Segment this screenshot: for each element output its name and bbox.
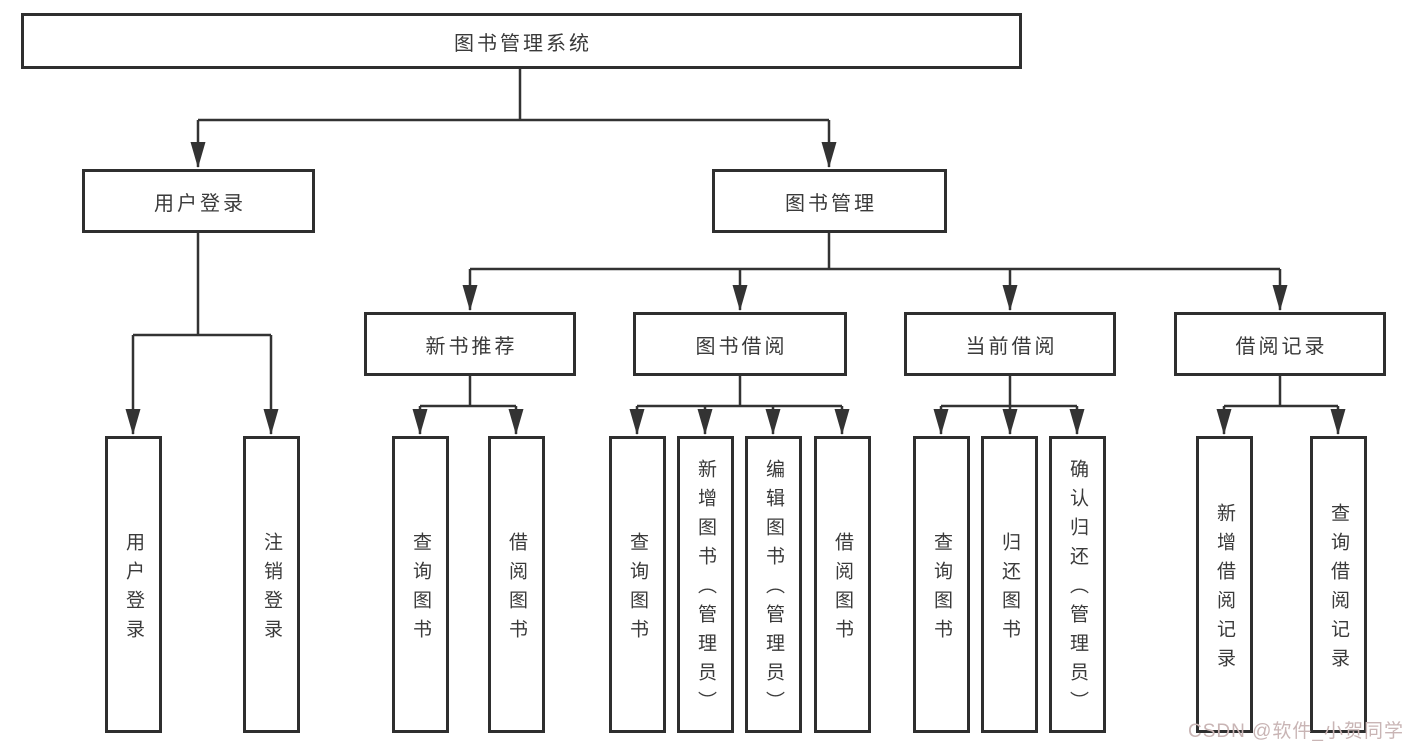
leaf-query-books-recommend-label: 查询图书 xyxy=(410,531,431,648)
leaf-add-books-admin: 新增图书（管理员） xyxy=(677,436,734,733)
node-current-borrowing: 当前借阅 xyxy=(904,312,1116,376)
watermark: CSDN @软件_小贺同学 xyxy=(1188,721,1404,742)
node-current-borrowing-label: 当前借阅 xyxy=(965,335,1058,358)
node-book-borrowing: 图书借阅 xyxy=(633,312,847,376)
node-book-borrowing-label: 图书借阅 xyxy=(695,335,788,358)
node-user-login-label: 用户登录 xyxy=(154,192,246,215)
node-new-book-recommend-label: 新书推荐 xyxy=(425,335,518,358)
leaf-query-books-borrowing: 查询图书 xyxy=(609,436,666,733)
node-new-book-recommend: 新书推荐 xyxy=(364,312,576,376)
leaf-borrow-books-recommend-label: 借阅图书 xyxy=(506,531,527,648)
node-root-system: 图书管理系统 xyxy=(21,13,1022,69)
leaf-edit-books-admin: 编辑图书（管理员） xyxy=(745,436,802,733)
leaf-return-books: 归还图书 xyxy=(981,436,1038,733)
leaf-logout: 注销登录 xyxy=(243,436,300,733)
leaf-logout-label: 注销登录 xyxy=(261,531,282,648)
node-user-login: 用户登录 xyxy=(82,169,315,233)
leaf-confirm-return-admin: 确认归还（管理员） xyxy=(1049,436,1106,733)
leaf-query-books-current: 查询图书 xyxy=(913,436,970,733)
leaf-borrow-books-borrowing-label: 借阅图书 xyxy=(832,531,853,648)
node-borrow-records: 借阅记录 xyxy=(1174,312,1386,376)
leaf-query-borrow-record-label: 查询借阅记录 xyxy=(1328,502,1349,677)
leaf-borrow-books-recommend: 借阅图书 xyxy=(488,436,545,733)
leaf-edit-books-admin-label: 编辑图书（管理员） xyxy=(763,459,784,720)
leaf-add-books-admin-label: 新增图书（管理员） xyxy=(695,459,716,720)
leaf-query-books-recommend: 查询图书 xyxy=(392,436,449,733)
leaf-user-login: 用户登录 xyxy=(105,436,162,733)
leaf-confirm-return-admin-label: 确认归还（管理员） xyxy=(1067,459,1088,720)
leaf-add-borrow-record-label: 新增借阅记录 xyxy=(1214,502,1235,677)
node-root-label: 图书管理系统 xyxy=(454,32,592,55)
leaf-add-borrow-record: 新增借阅记录 xyxy=(1196,436,1253,733)
node-borrow-records-label: 借阅记录 xyxy=(1235,335,1328,358)
leaf-query-books-current-label: 查询图书 xyxy=(931,531,952,648)
leaf-query-borrow-record: 查询借阅记录 xyxy=(1310,436,1367,733)
node-book-management: 图书管理 xyxy=(712,169,947,233)
leaf-query-books-borrowing-label: 查询图书 xyxy=(627,531,648,648)
leaf-user-login-label: 用户登录 xyxy=(123,531,144,648)
node-book-management-label: 图书管理 xyxy=(785,192,877,215)
leaf-return-books-label: 归还图书 xyxy=(999,531,1020,648)
leaf-borrow-books-borrowing: 借阅图书 xyxy=(814,436,871,733)
